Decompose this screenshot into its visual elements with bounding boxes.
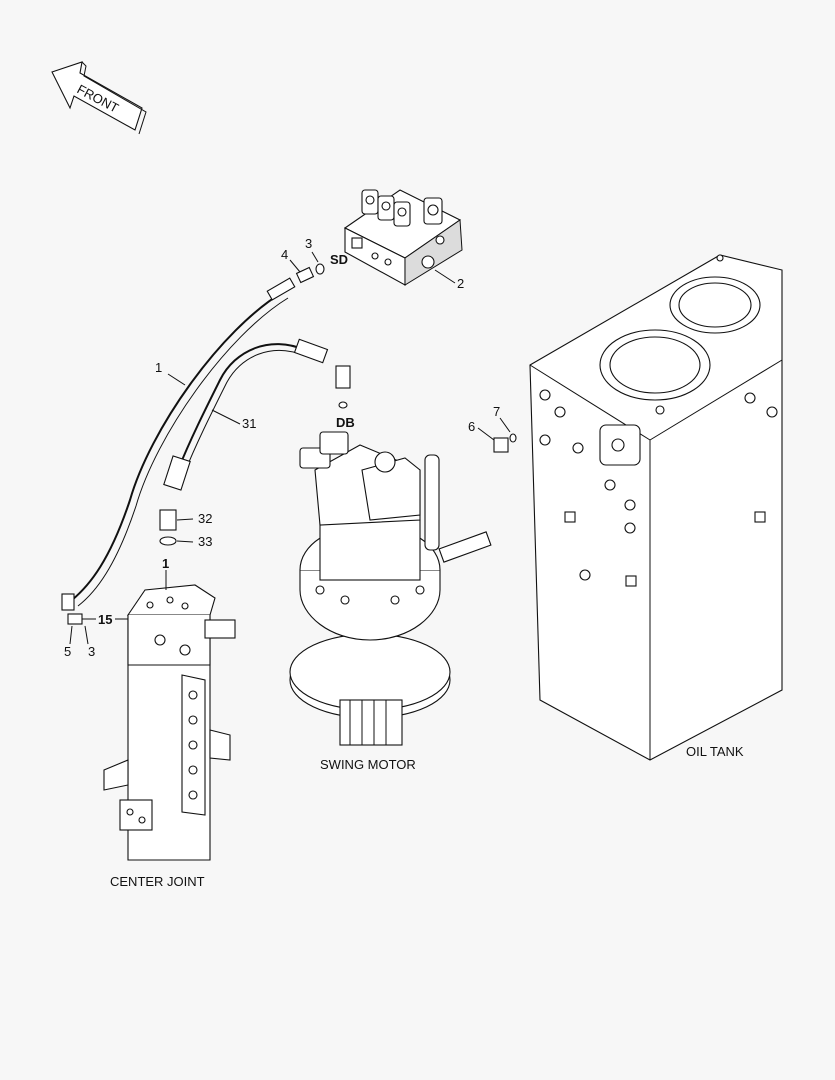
o-ring-db: [338, 401, 348, 409]
hose-31-fitting-bottom: [163, 455, 191, 491]
adapter-32: [159, 509, 177, 531]
oil-tank: [529, 254, 783, 761]
hose-1: [71, 291, 284, 601]
fitting-5: [67, 613, 83, 625]
callout-3-bottom: 3: [88, 644, 95, 659]
elbow-db: [335, 365, 351, 389]
port-db-label: DB: [336, 415, 355, 430]
callout-2: 2: [457, 276, 464, 291]
oil-tank-caption: OIL TANK: [686, 744, 744, 759]
center-joint: [103, 584, 236, 861]
callout-4: 4: [281, 247, 288, 262]
callout-32: 32: [198, 511, 212, 526]
callout-5: 5: [64, 644, 71, 659]
callout-33: 33: [198, 534, 212, 549]
valve-block: [343, 189, 463, 286]
hose-31-edge: [183, 350, 306, 475]
o-ring-3-top: [315, 263, 325, 275]
hose-1-edge: [77, 297, 289, 607]
callout-31: 31: [242, 416, 256, 431]
hose-31-fitting-top: [293, 338, 329, 364]
callout-3-top: 3: [305, 236, 312, 251]
o-ring-7: [509, 433, 517, 443]
plug-6: [493, 437, 509, 453]
port-1-label: 1: [162, 556, 169, 571]
front-arrow-icon: FRONT: [51, 61, 147, 135]
callout-1: 1: [155, 360, 162, 375]
callout-6: 6: [468, 419, 475, 434]
port-15-label: 15: [98, 612, 112, 627]
hose-1-fitting-bottom: [61, 593, 75, 611]
swing-motor-caption: SWING MOTOR: [320, 757, 416, 772]
fitting-4: [295, 266, 315, 284]
callout-7: 7: [493, 404, 500, 419]
port-sd-label: SD: [330, 252, 348, 267]
center-joint-caption: CENTER JOINT: [110, 874, 205, 889]
swing-motor: [289, 431, 492, 746]
hose-1-fitting-top: [266, 277, 296, 301]
hose-31: [177, 343, 306, 471]
o-ring-33: [159, 536, 177, 546]
